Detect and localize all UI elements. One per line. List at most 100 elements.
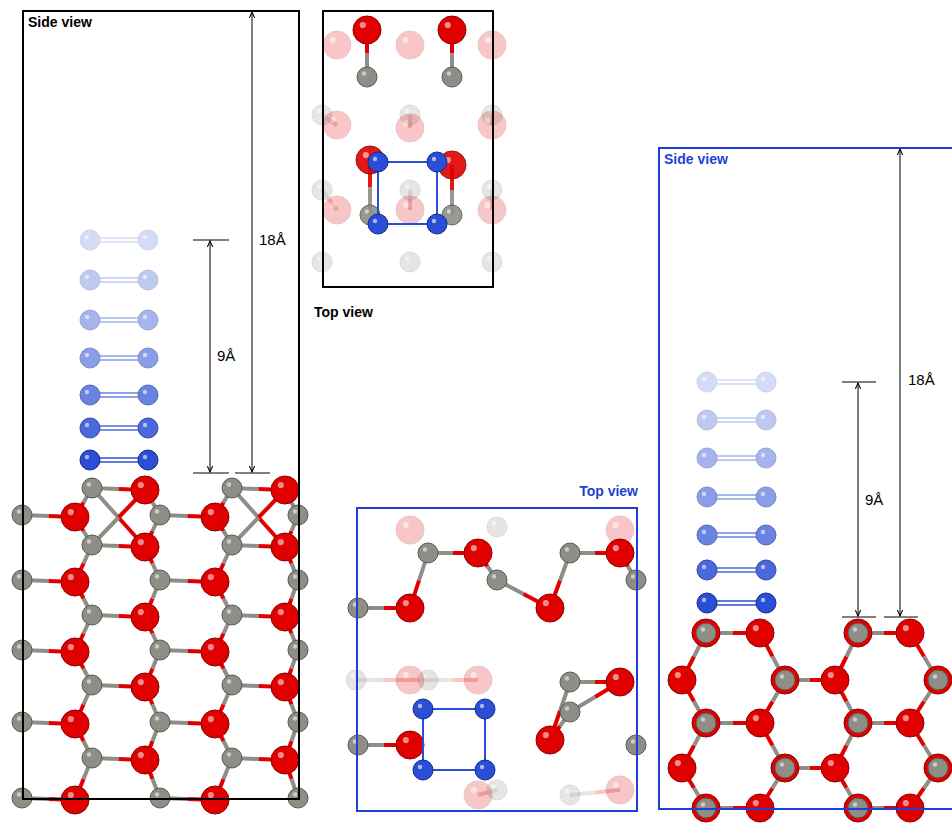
dimension-line <box>252 12 253 472</box>
metal-atom <box>848 798 868 818</box>
atom-sphere <box>201 503 229 531</box>
atom-sphere <box>288 640 308 660</box>
atom-sphere <box>668 666 696 694</box>
atom-highlight <box>155 509 159 513</box>
atom-highlight <box>753 715 759 721</box>
atom-sphere <box>606 668 634 696</box>
atom-sphere <box>222 605 242 625</box>
atom-sphere <box>418 543 438 563</box>
atom-highlight <box>405 109 409 113</box>
atom-sphere <box>896 709 924 737</box>
metal-atom <box>487 517 507 537</box>
metal-atom <box>400 252 420 272</box>
atom-sphere <box>487 570 507 590</box>
view-heading: Top view <box>579 483 638 499</box>
atom-highlight <box>85 455 89 459</box>
oxygen-atom <box>323 111 351 139</box>
atom-sphere <box>413 699 433 719</box>
atom-sphere <box>896 619 924 647</box>
atom-sphere <box>438 16 466 44</box>
atom-sphere <box>288 505 308 525</box>
atom-highlight <box>143 353 147 357</box>
oxygen-atom <box>924 666 952 694</box>
atom-highlight <box>423 547 427 551</box>
atom-sphere <box>844 709 872 737</box>
metal-atom <box>928 758 948 778</box>
atom-highlight <box>403 120 409 126</box>
atom-highlight <box>702 377 706 381</box>
oxygen-atom <box>61 786 89 814</box>
atom-sphere <box>464 539 492 567</box>
atom-sphere <box>696 798 716 818</box>
atom-highlight <box>471 672 477 678</box>
atom-sphere <box>80 310 100 330</box>
n2-molecule <box>697 525 776 545</box>
atom-highlight <box>68 509 74 515</box>
view-frame: Side view <box>658 147 952 810</box>
metal-atom <box>775 670 795 690</box>
atom-highlight <box>155 792 159 796</box>
oxygen-atom <box>271 533 299 561</box>
atom-highlight <box>87 609 91 613</box>
metal-atom <box>348 598 368 618</box>
atom-sphere <box>61 710 89 738</box>
atom-sphere <box>80 270 100 290</box>
atom-sphere <box>396 114 424 142</box>
oxygen-atom <box>606 776 634 804</box>
oxygen-atom <box>61 568 89 596</box>
atom-sphere <box>696 623 716 643</box>
atom-highlight <box>780 762 784 766</box>
atom-sphere <box>323 196 351 224</box>
atom-highlight <box>143 390 147 394</box>
n2-molecule <box>697 593 776 613</box>
oxygen-atom <box>771 666 799 694</box>
atom-sphere <box>848 713 868 733</box>
dimension-line <box>858 383 859 616</box>
atom-highlight <box>492 784 496 788</box>
atom-highlight <box>485 202 491 208</box>
metal-atom <box>696 623 716 643</box>
atom-sphere <box>775 670 795 690</box>
atom-highlight <box>487 256 491 260</box>
dimension-line <box>210 241 211 472</box>
atom-sphere <box>131 673 159 701</box>
oxygen-atom <box>61 710 89 738</box>
atom-sphere <box>396 516 424 544</box>
atom-highlight <box>87 679 91 683</box>
atom-highlight <box>143 315 147 319</box>
atom-highlight <box>543 600 549 606</box>
atom-sphere <box>487 517 507 537</box>
atom-highlight <box>418 765 422 769</box>
atom-sphere <box>692 619 720 647</box>
oxygen-atom <box>131 476 159 504</box>
atom-sphere <box>61 568 89 596</box>
atom-sphere <box>560 702 580 722</box>
dimension-tick <box>842 617 876 618</box>
oxygen-atom <box>464 781 492 809</box>
atom-highlight <box>403 600 409 606</box>
atom-sphere <box>131 746 159 774</box>
atom-sphere <box>82 748 102 768</box>
n2-molecule <box>697 410 776 430</box>
atom-sphere <box>606 539 634 567</box>
atom-highlight <box>365 209 369 213</box>
atom-sphere <box>288 570 308 590</box>
metal-atom <box>560 672 580 692</box>
atom-sphere <box>696 713 716 733</box>
atom-sphere <box>478 196 506 224</box>
atom-sphere <box>201 710 229 738</box>
atom-sphere <box>396 731 424 759</box>
atom-sphere <box>560 785 580 805</box>
atom-highlight <box>85 353 89 357</box>
metal-atom <box>626 735 646 755</box>
atom-sphere <box>396 31 424 59</box>
atom-highlight <box>471 545 477 551</box>
n2-pair-square <box>368 152 447 234</box>
atom-highlight <box>360 22 366 28</box>
atom-highlight <box>227 482 231 486</box>
atom-highlight <box>702 492 706 496</box>
oxygen-atom <box>271 673 299 701</box>
atom-sphere <box>478 31 506 59</box>
dimension-label: 9Å <box>864 491 884 509</box>
oxygen-atom <box>692 709 720 737</box>
